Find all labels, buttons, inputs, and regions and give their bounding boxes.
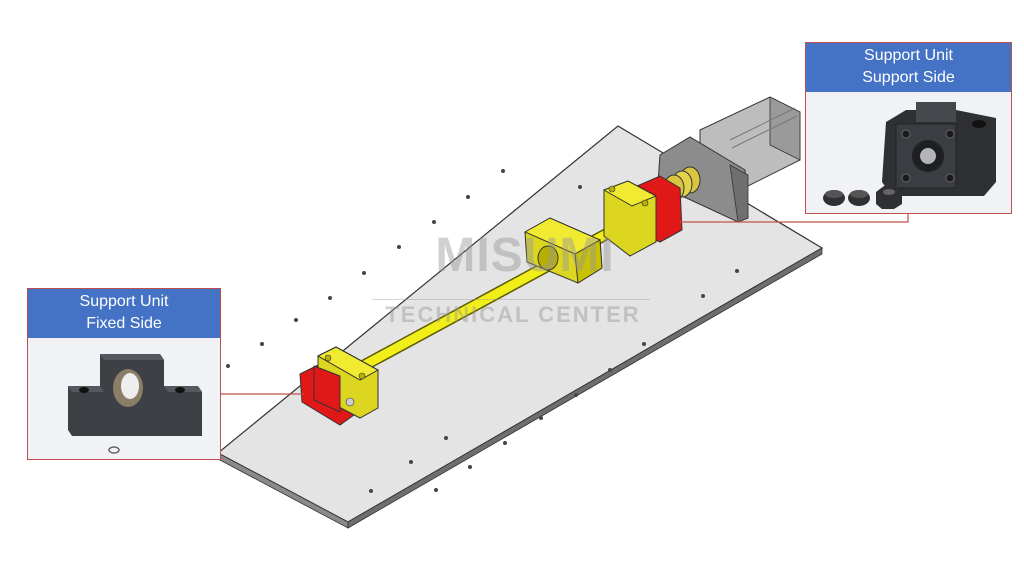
- support-side-unit-photo: [823, 102, 996, 209]
- watermark-subtitle: TECHNICAL CENTER: [385, 302, 641, 327]
- fixed-side-support-unit: [299, 346, 380, 426]
- watermark-brand: MISUMI: [435, 229, 615, 282]
- callout-title-line2: Support Side: [862, 69, 955, 86]
- leader-line-support-side: [680, 214, 909, 223]
- lock-nut-icon: [848, 190, 870, 206]
- support-unit-block-icon: [68, 354, 202, 436]
- callout-header: Support Unit Support Side: [806, 43, 1011, 92]
- callout-title-line2: Fixed Side: [86, 315, 162, 332]
- hex-nut-icon: [876, 186, 902, 209]
- snap-ring-icon: [108, 446, 120, 454]
- support-unit-block-icon: [882, 102, 996, 196]
- watermark-divider: [372, 299, 650, 300]
- callout-header: Support Unit Fixed Side: [28, 289, 220, 338]
- support-side-support-unit: [602, 175, 683, 257]
- ball-screw-nut-block: [523, 217, 603, 284]
- callout-title-line1: Support Unit: [864, 47, 953, 64]
- callout-title-line1: Support Unit: [79, 293, 169, 310]
- fixed-side-unit-photo: [68, 354, 202, 454]
- callout-fixed-side: Support Unit Fixed Side: [27, 288, 221, 460]
- lock-nut-icon: [823, 190, 845, 206]
- callout-support-side: Support Unit Support Side: [805, 42, 1012, 214]
